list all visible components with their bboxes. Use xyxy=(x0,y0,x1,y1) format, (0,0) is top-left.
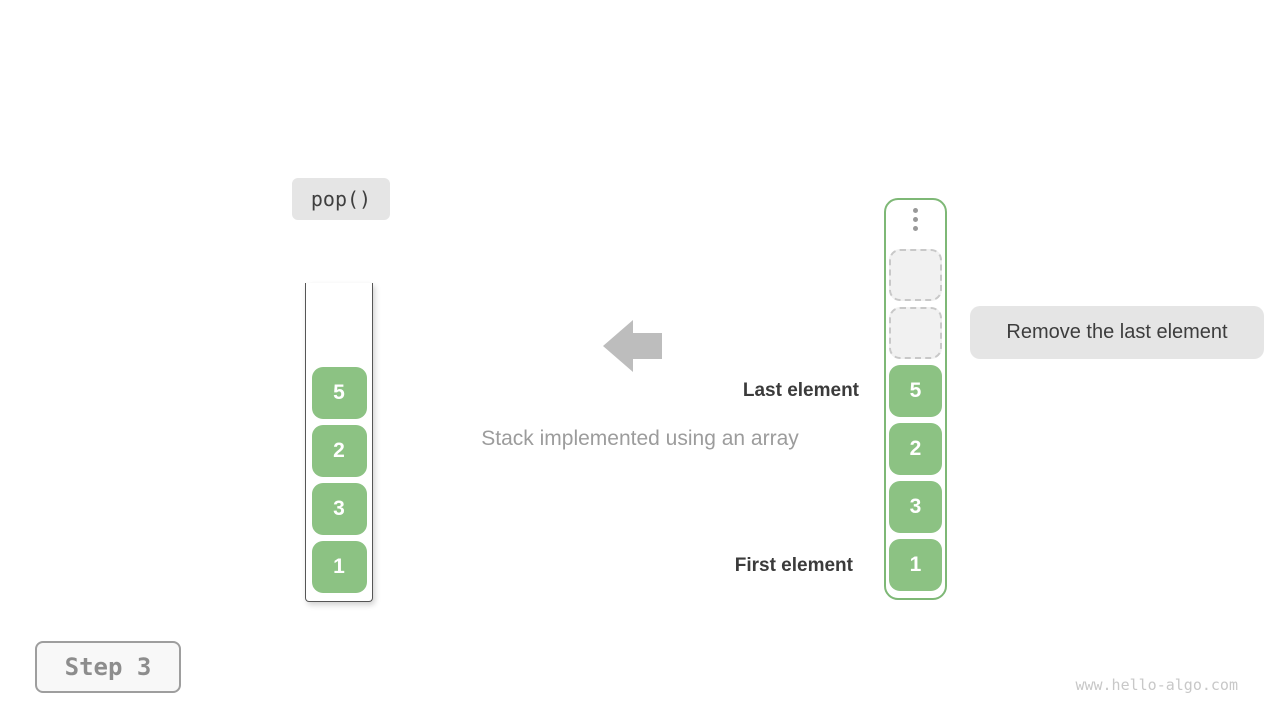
stack-cell xyxy=(889,249,942,301)
stack-caption: Stack implemented using an array xyxy=(481,427,799,450)
boxed-stack-container: 5 2 3 1 xyxy=(884,198,947,600)
last-element-label: Last element xyxy=(742,380,859,401)
stack-cell: 3 xyxy=(311,483,367,535)
pop-operation-label: pop() xyxy=(292,178,390,220)
stack-cell: 3 xyxy=(889,481,942,533)
remove-annotation: Remove the last element xyxy=(970,306,1264,359)
arrow-left-icon xyxy=(603,320,662,372)
stack-cell: 2 xyxy=(889,423,942,475)
stack-cell: 5 xyxy=(311,367,367,419)
stack-cell: 2 xyxy=(311,425,367,477)
watermark: www.hello-algo.com xyxy=(1075,676,1238,694)
stack-cell: 1 xyxy=(889,539,942,591)
first-element-label: First element xyxy=(734,555,853,576)
stack-cell: 5 xyxy=(889,365,942,417)
stack-cell xyxy=(889,307,942,359)
step-badge: Step 3 xyxy=(35,641,181,693)
array-stack-container: 5 2 3 1 xyxy=(305,283,373,602)
vertical-ellipsis-icon xyxy=(913,208,918,231)
stack-cell: 1 xyxy=(311,541,367,593)
